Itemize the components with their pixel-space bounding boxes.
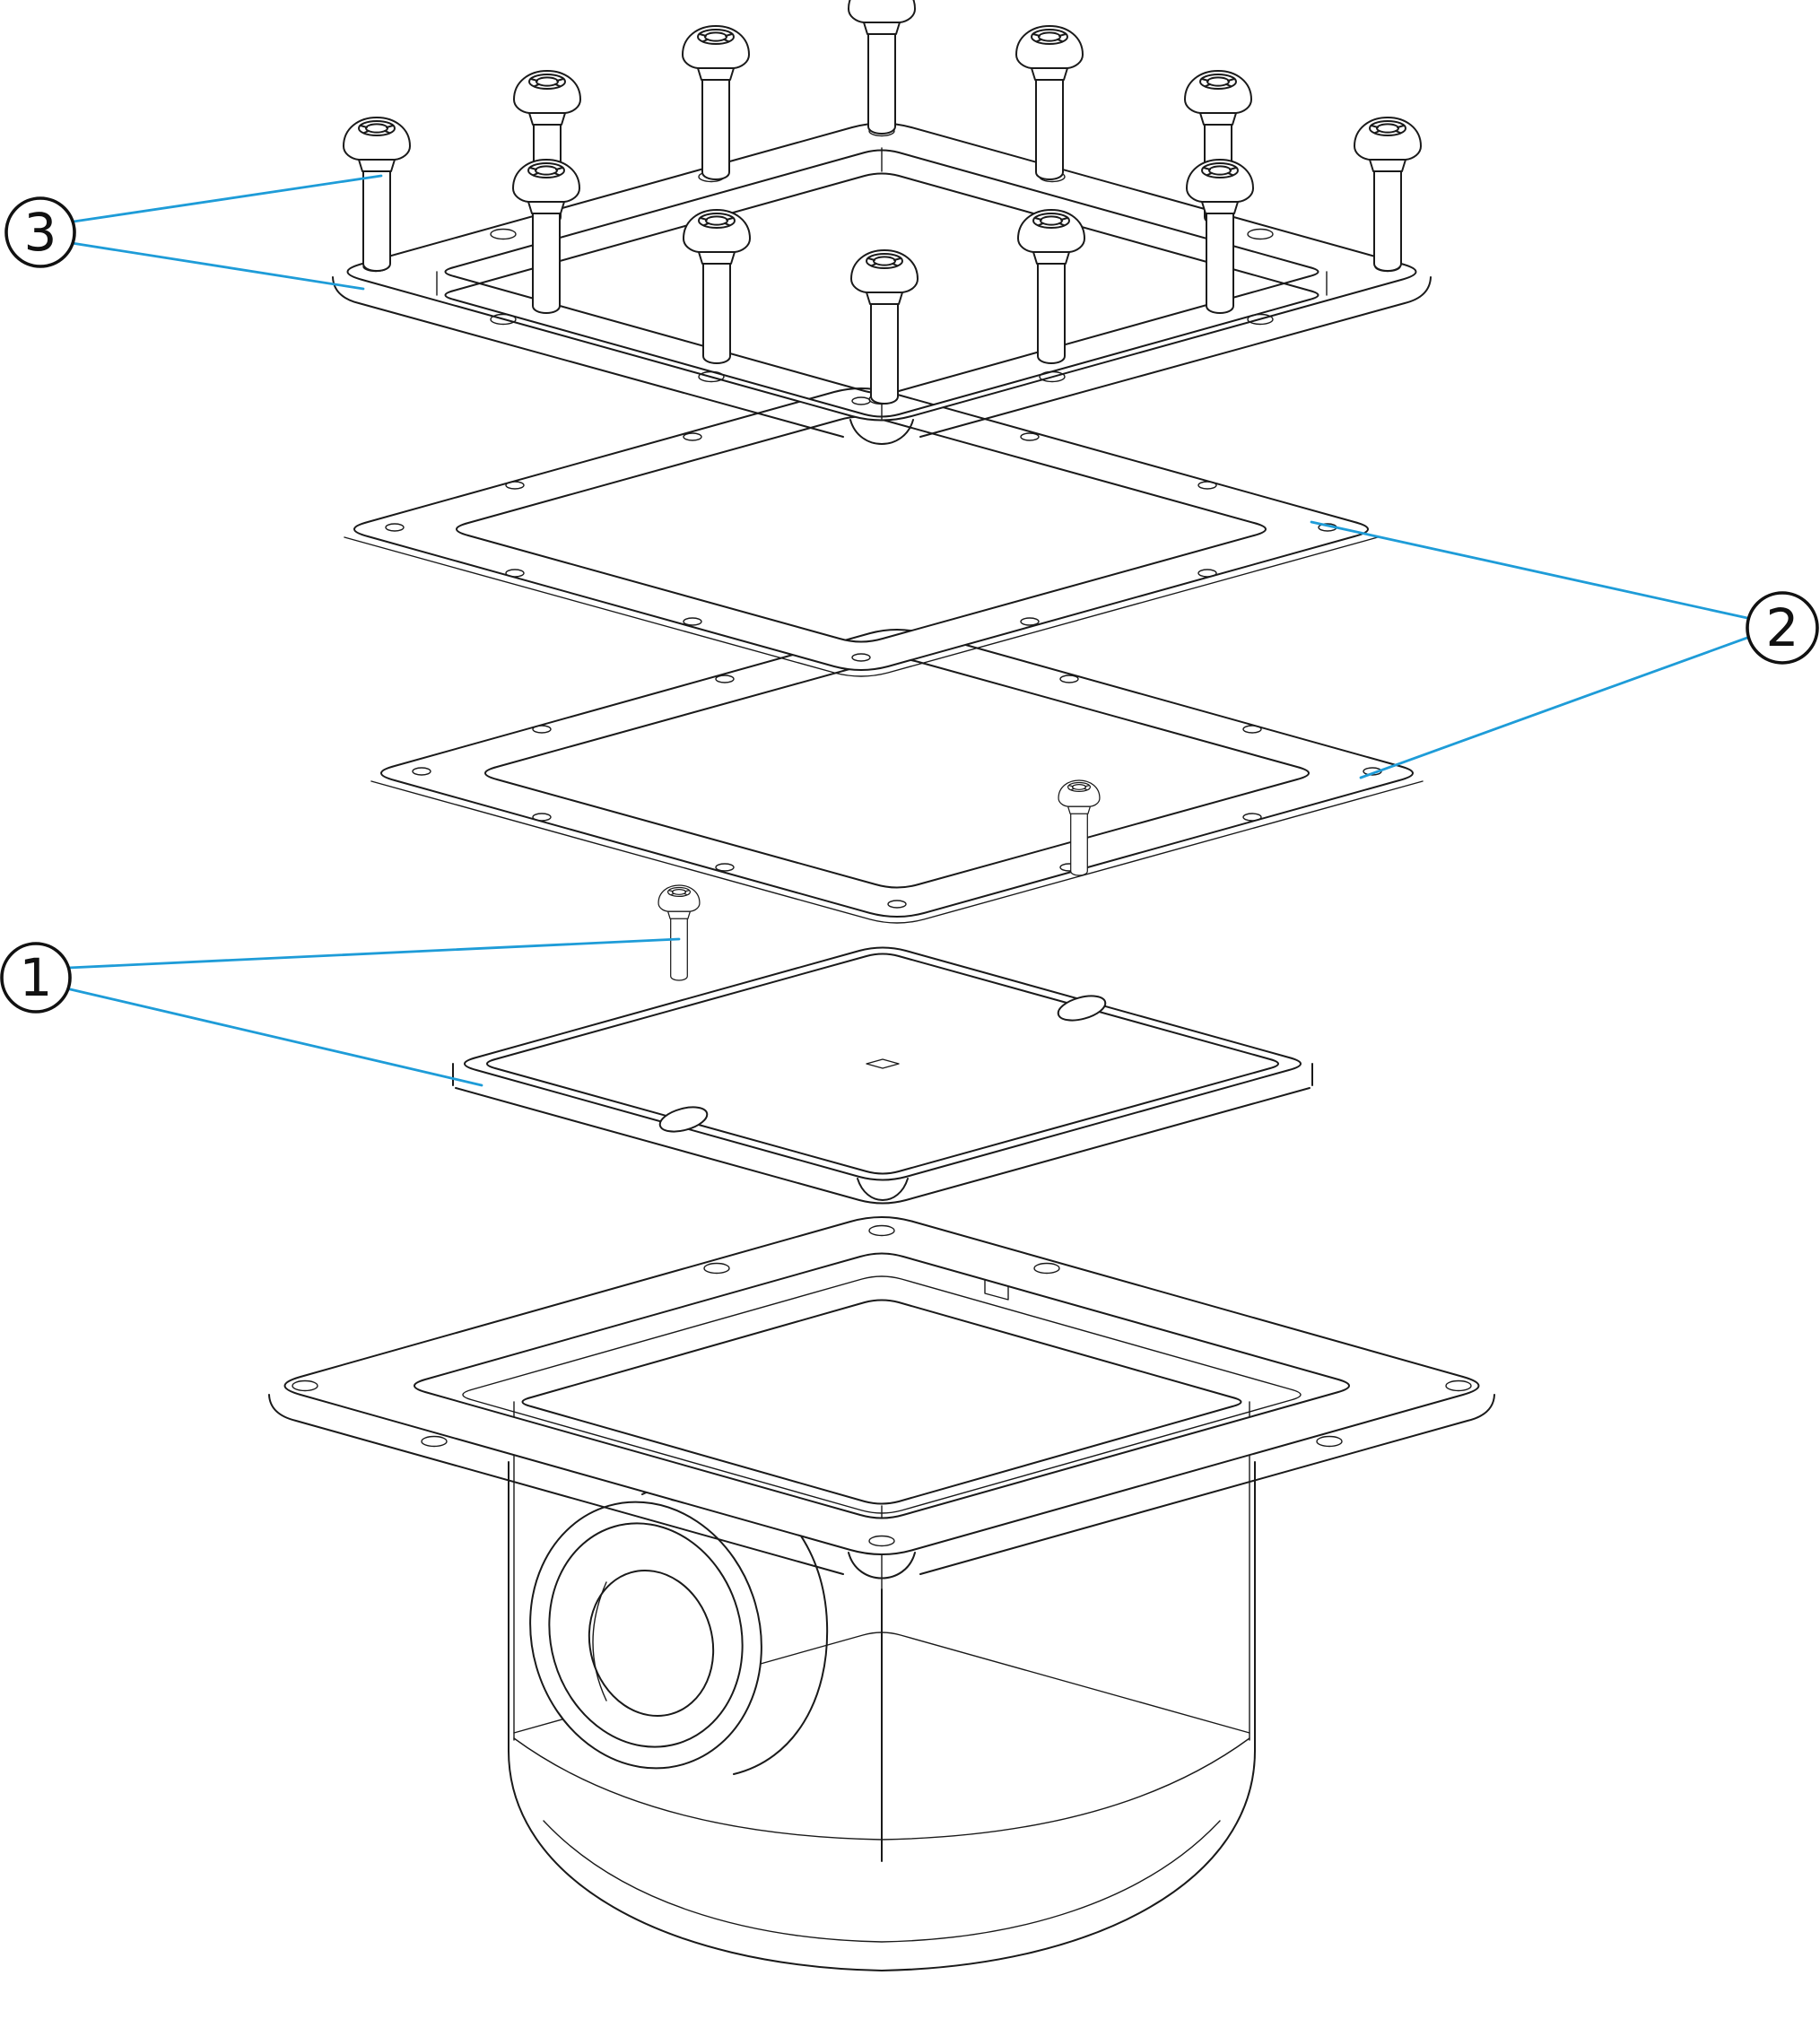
gasket-lower-holes [412, 638, 1382, 909]
outlet-pipe [529, 1478, 829, 1775]
callout-label: 1 [20, 947, 53, 1008]
screw [657, 884, 701, 981]
body-bottom [508, 1750, 1256, 1971]
drain-body [268, 1216, 1495, 1971]
screw [683, 209, 751, 364]
callout-1: 1 [0, 942, 72, 1014]
callout-circle [1746, 591, 1819, 665]
callout-3: 3 [4, 196, 76, 268]
screw [1017, 209, 1085, 364]
grate-lift-hole [658, 1106, 709, 1133]
callout-circle [4, 196, 76, 268]
grate-lift-hole [1057, 995, 1107, 1022]
artwork [268, 0, 1495, 1971]
gasket-lower [370, 629, 1424, 924]
body-flange-holes [292, 1224, 1472, 1547]
screw [850, 249, 919, 405]
callout-label: 2 [1766, 597, 1799, 658]
leader-2a [1310, 520, 1749, 620]
gasket-upper [344, 387, 1379, 677]
screw [848, 0, 916, 135]
screw [1354, 117, 1422, 272]
callout-label: 3 [24, 202, 57, 263]
leader-3b [70, 241, 365, 291]
callout-circle [0, 942, 72, 1014]
screw [343, 117, 411, 272]
leader-lines [65, 174, 1749, 1087]
leader-3a [72, 174, 383, 223]
screw [682, 25, 750, 180]
leader-1a [66, 937, 681, 970]
leader-1b [65, 987, 483, 1087]
grate-center-slot [866, 1058, 900, 1069]
callout-2: 2 [1746, 591, 1819, 665]
leader-2b [1359, 636, 1749, 779]
grate [452, 946, 1313, 1205]
screw [1015, 25, 1084, 180]
callouts: 3 2 1 [0, 196, 1819, 1014]
